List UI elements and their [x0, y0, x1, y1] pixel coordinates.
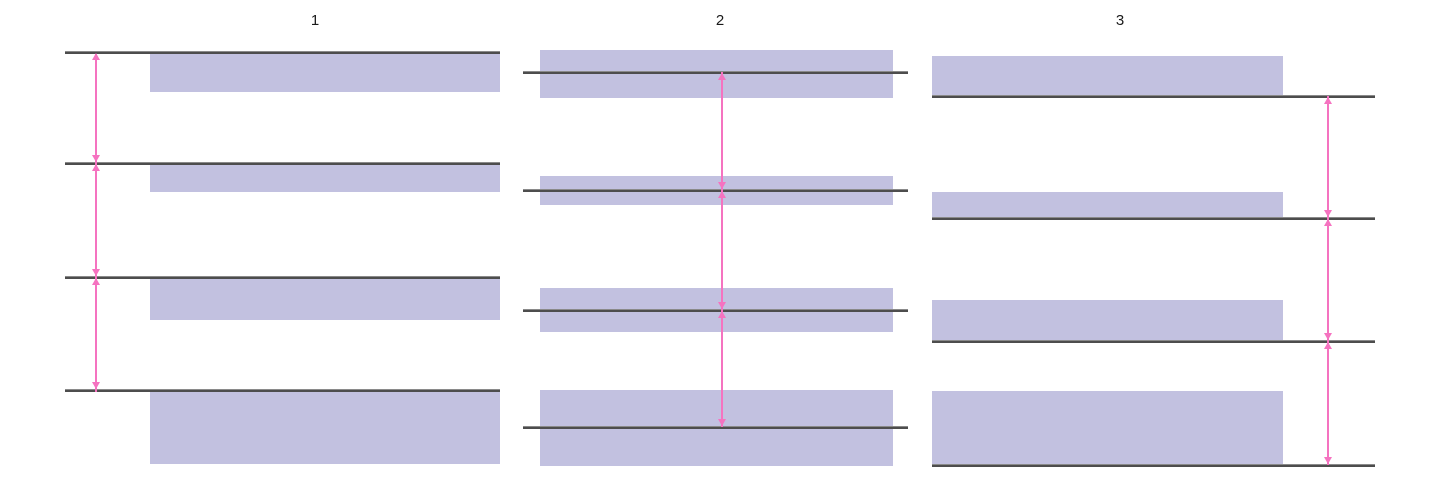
arrowhead-up-icon: [92, 164, 100, 171]
baseline-rule: [523, 71, 908, 74]
baseline-rule: [932, 464, 1375, 467]
arrowhead-down-icon: [718, 302, 726, 309]
arrowhead-down-icon: [718, 419, 726, 426]
measurement-arrow-shaft: [1327, 96, 1329, 465]
arrowhead-up-icon: [92, 53, 100, 60]
arrowhead-up-icon: [718, 73, 726, 80]
measurement-arrow-shaft: [721, 72, 723, 427]
baseline-rule: [523, 309, 908, 312]
baseline-rule: [523, 426, 908, 429]
arrowhead-up-icon: [92, 278, 100, 285]
bar: [932, 300, 1283, 341]
arrowhead-down-icon: [1324, 333, 1332, 340]
arrowhead-down-icon: [92, 382, 100, 389]
arrowhead-up-icon: [1324, 342, 1332, 349]
bar: [540, 50, 893, 98]
bar: [150, 54, 500, 92]
measurement-arrow-shaft: [95, 54, 97, 392]
column-label-1: 1: [310, 12, 320, 29]
baseline-rule: [932, 217, 1375, 220]
column-label-3: 3: [1115, 12, 1125, 29]
column-label-2: 2: [715, 12, 725, 29]
bar: [932, 192, 1283, 218]
bar: [150, 279, 500, 320]
baseline-rule: [932, 340, 1375, 343]
baseline-rule: [65, 162, 500, 165]
bar: [932, 56, 1283, 96]
baseline-rule: [523, 189, 908, 192]
arrowhead-up-icon: [718, 191, 726, 198]
arrowhead-down-icon: [1324, 457, 1332, 464]
arrowhead-up-icon: [718, 311, 726, 318]
bar: [932, 391, 1283, 465]
baseline-rule: [65, 389, 500, 392]
arrowhead-up-icon: [1324, 219, 1332, 226]
arrowhead-down-icon: [92, 269, 100, 276]
baseline-rule: [932, 95, 1375, 98]
arrowhead-down-icon: [92, 155, 100, 162]
bar: [150, 165, 500, 192]
arrowhead-up-icon: [1324, 97, 1332, 104]
arrowhead-down-icon: [1324, 210, 1332, 217]
baseline-rule: [65, 51, 500, 54]
arrowhead-down-icon: [718, 182, 726, 189]
bar: [150, 392, 500, 464]
baseline-rule: [65, 276, 500, 279]
